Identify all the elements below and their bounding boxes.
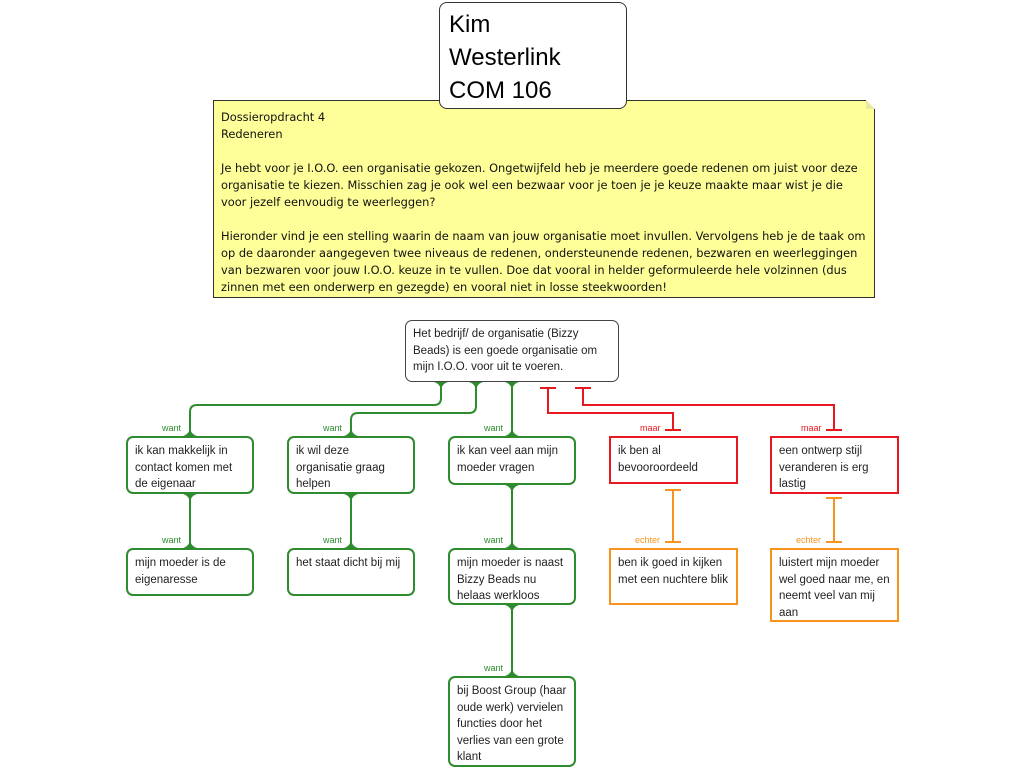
- connector-objection-2: [582, 388, 835, 430]
- echter-label: echter: [635, 535, 661, 545]
- note-paragraph-1: Je hebt voor je I.O.O. een organisatie g…: [221, 161, 858, 209]
- note-subheading: Redeneren: [221, 127, 283, 141]
- connector-reason-2: [350, 382, 477, 436]
- want-label: want: [484, 423, 504, 433]
- assignment-note: Dossieropdracht 4 Redeneren Je hebt voor…: [213, 100, 875, 298]
- reason-node[interactable]: ik kan makkelijk in contact komen met de…: [126, 436, 254, 494]
- rebuttal-node[interactable]: luistert mijn moeder wel goed naar me, e…: [770, 548, 899, 622]
- maar-label: maar: [801, 423, 822, 433]
- connector-rebuttal-2: [826, 497, 842, 543]
- objection-node[interactable]: een ontwerp stijl veranderen is erg last…: [770, 436, 899, 494]
- note-heading: Dossieropdracht 4: [221, 110, 326, 124]
- connector-objection-1: [547, 388, 674, 430]
- reason-node[interactable]: ik kan veel aan mijn moeder vragen: [448, 436, 576, 485]
- want-label: want: [323, 423, 343, 433]
- echter-label: echter: [796, 535, 822, 545]
- support-node[interactable]: mijn moeder is de eigenaresse: [126, 548, 254, 596]
- author-last-name: Westerlink: [449, 44, 561, 71]
- objection-node[interactable]: ik ben al bevooroordeeld: [609, 436, 738, 484]
- maar-label: maar: [640, 423, 661, 433]
- claim-node[interactable]: Het bedrijf/ de organisatie (Bizzy Beads…: [405, 320, 619, 382]
- note-paragraph-2: Hieronder vind je een stelling waarin de…: [221, 229, 866, 294]
- want-label: want: [484, 663, 504, 673]
- support-node[interactable]: het staat dicht bij mij: [287, 548, 415, 596]
- support-node[interactable]: bij Boost Group (haar oude werk) verviel…: [448, 676, 576, 767]
- connector-rebuttal-1: [665, 489, 681, 543]
- connector-reason-1: [189, 382, 442, 436]
- course-code: COM 106: [449, 77, 552, 104]
- support-node[interactable]: mijn moeder is naast Bizzy Beads nu hela…: [448, 548, 576, 605]
- author-first-name: Kim: [449, 11, 491, 38]
- author-title-box: Kim Westerlink COM 106: [439, 2, 627, 109]
- rebuttal-node[interactable]: ben ik goed in kijken met een nuchtere b…: [609, 548, 738, 605]
- want-label: want: [162, 423, 182, 433]
- note-fold-corner: [866, 100, 875, 109]
- want-label: want: [323, 535, 343, 545]
- want-label: want: [162, 535, 182, 545]
- reason-node[interactable]: ik wil deze organisatie graag helpen: [287, 436, 415, 494]
- want-label: want: [484, 535, 504, 545]
